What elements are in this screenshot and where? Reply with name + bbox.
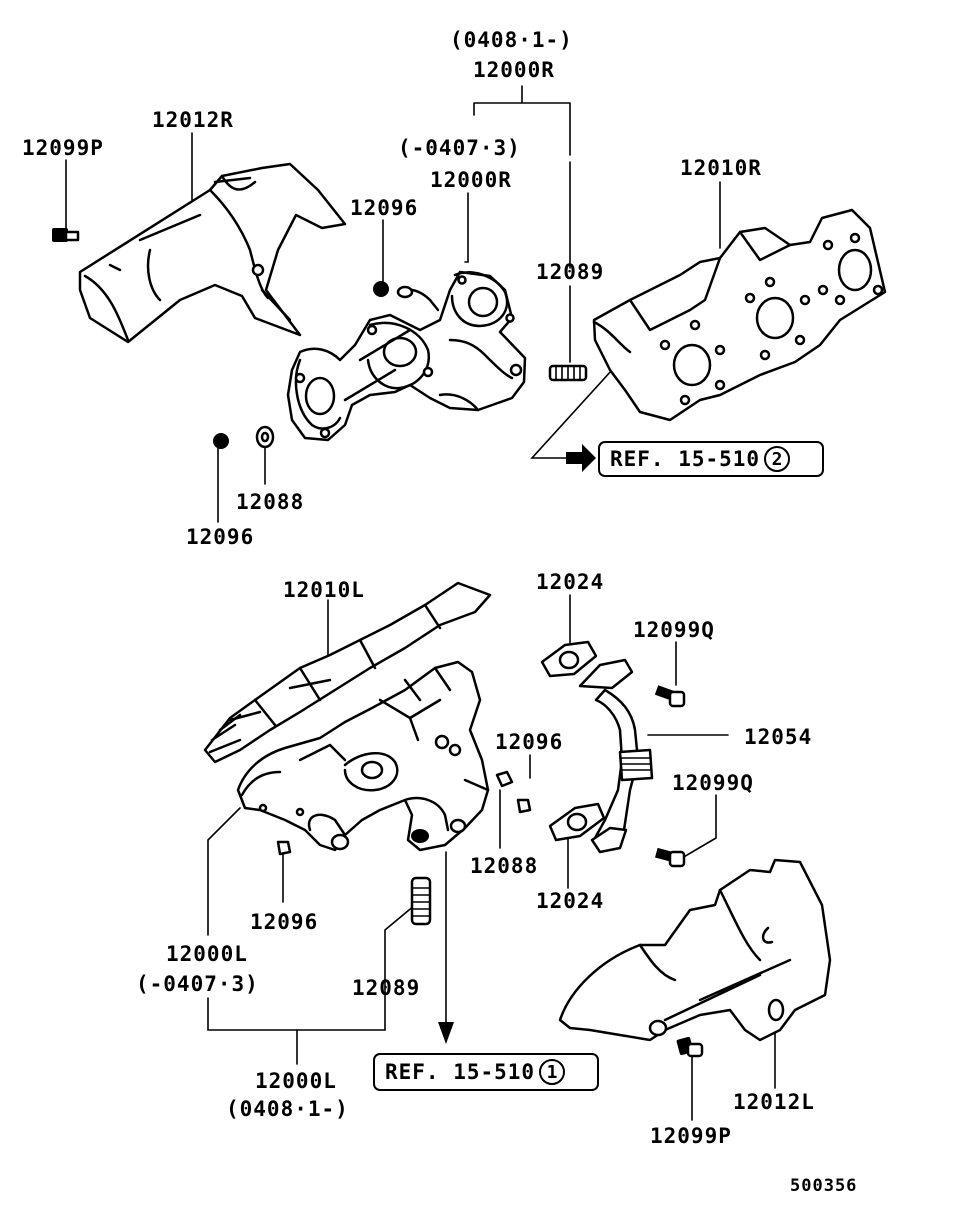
label-washer-12088-bottom: 12088 [470,854,539,878]
manifold-12000l-icon [236,660,490,852]
nut-12096-lower-icon [276,840,292,856]
label-gasket-12024-top: 12024 [536,570,605,594]
bolt-12099q-bottom-icon [655,847,686,868]
nut-12096-mid-icon [495,770,514,788]
ref-bottom-arrow-icon [438,1022,454,1044]
gasket-12024-top-icon [540,640,598,678]
label-stud-12089-bottom: 12089 [352,976,421,1000]
ref-bottom-text: REF. 15-510 [385,1060,536,1084]
ref-top-arrow-icon [566,444,596,472]
leader-lines [65,85,776,1121]
label-nut-12096-lower: 12096 [250,910,319,934]
label-top-r-manifold-new: 12000R [473,58,555,82]
heat-cover-12012l-icon [558,858,832,1042]
bolt-12099p-top-icon [52,228,80,242]
nut-12088-bottom-icon [516,798,532,814]
label-gasket-12024-bottom: 12024 [536,889,605,913]
nut-12096-bottom-top-icon [213,433,229,449]
label-manifold-12000l-old: 12000L [166,942,248,966]
label-stud-12089-top: 12089 [536,260,605,284]
label-nut-12096-top: 12096 [350,196,419,220]
label-manifold-12000l-new: 12000L [255,1069,337,1093]
label-gasket-12010r: 12010R [680,156,762,180]
label-pipe-12054: 12054 [744,725,813,749]
ref-top-text: REF. 15-510 [610,447,761,471]
label-date-12000l-new: (0408·1-) [226,1097,349,1121]
label-cover-12012r: 12012R [152,108,234,132]
label-top-r-date-old: (-0407·3) [398,136,521,160]
label-gasket-12010l: 12010L [283,578,365,602]
gasket-12010l-icon [203,581,492,764]
bolt-12099q-top-icon [654,685,686,708]
washer-12088-top-icon [255,425,275,449]
gasket-12024-bottom-icon [548,802,606,842]
bolt-12099p-bottom-icon [676,1036,704,1058]
label-bolt-12099q-top: 12099Q [633,618,715,642]
ref-bottom-number: 1 [539,1059,566,1085]
label-washer-12088-top: 12088 [236,490,305,514]
label-top-r-manifold-old: 12000R [430,168,512,192]
stud-12089-top-icon [548,364,588,382]
nut-12096-top-icon [373,281,389,297]
gasket-12010r-icon [592,208,887,422]
ref-top-number: 2 [764,446,791,472]
label-nut-12096-bottom-top: 12096 [186,525,255,549]
diagram-code: 500356 [790,1176,858,1196]
label-date-12000l-old: (-0407·3) [136,972,259,996]
manifold-12000r-icon [286,270,527,442]
label-nut-12096-mid: 12096 [495,730,564,754]
label-bolt-12099q-bottom: 12099Q [672,771,754,795]
stud-12089-bottom-icon [410,876,432,926]
pipe-12054-icon [578,658,654,854]
label-bolt-12099p-bottom: 12099P [650,1124,732,1148]
label-cover-12012l: 12012L [733,1090,815,1114]
heat-cover-12012r-icon [78,162,347,344]
ref-box-top[interactable]: REF. 15-510 2 [598,441,824,477]
label-top-r-date-new: (0408·1-) [450,28,573,52]
ref-box-bottom[interactable]: REF. 15-510 1 [373,1053,599,1091]
label-bolt-12099p-top: 12099P [22,136,104,160]
